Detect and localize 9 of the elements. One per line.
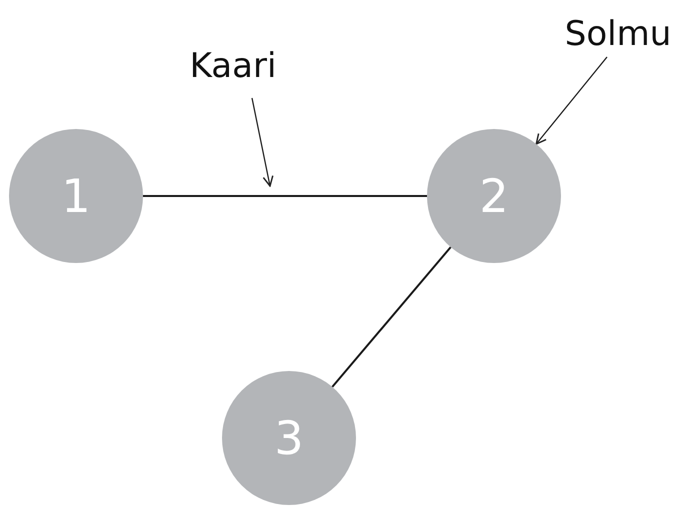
callout-label: Solmu: [564, 14, 672, 54]
leader-line: [536, 56, 608, 145]
node-number: 2: [479, 169, 509, 223]
edge-line: [143, 195, 427, 197]
node-number: 1: [61, 169, 91, 223]
callout-label: Kaari: [190, 46, 276, 86]
node-number: 3: [274, 411, 304, 465]
edge-line: [332, 246, 452, 388]
leader-line: [251, 98, 274, 187]
